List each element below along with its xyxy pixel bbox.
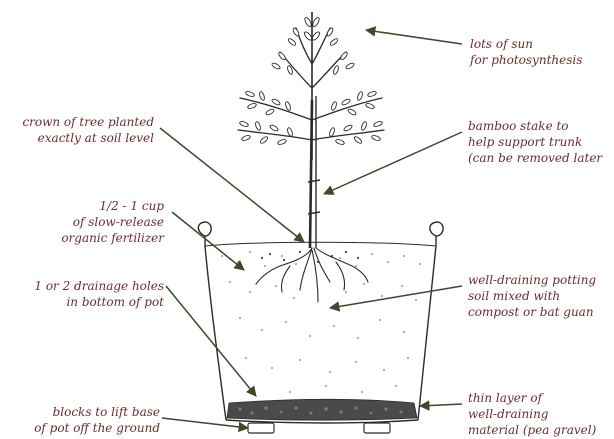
pot-wall-left <box>204 236 227 421</box>
arrow-soil <box>328 285 463 312</box>
arrow-drainage <box>165 285 257 397</box>
label-drainage-line1: 1 or 2 drainage holes <box>34 279 164 293</box>
label-sun: lots of sun for photosynthesis <box>470 36 582 68</box>
label-gravel-line2: well-draining <box>468 407 549 421</box>
annotation-arrows <box>159 26 463 433</box>
label-crown: crown of tree planted exactly at soil le… <box>4 114 154 146</box>
pot-rim-right <box>429 221 444 237</box>
label-fertilizer-line2: of slow-release <box>72 215 164 229</box>
label-blocks-line1: blocks to lift base <box>52 405 160 419</box>
label-blocks-line2: of pot off the ground <box>34 421 160 435</box>
label-sun-line2: for photosynthesis <box>470 53 583 67</box>
label-soil-line1: well-draining potting <box>468 273 597 287</box>
label-drainage-line2: in bottom of pot <box>66 295 164 309</box>
label-stake: bamboo stake to help support trunk (can … <box>468 118 602 166</box>
label-crown-line1: crown of tree planted <box>22 115 154 129</box>
block-right <box>363 422 391 434</box>
pot <box>197 221 444 424</box>
arrow-gravel <box>418 400 463 411</box>
soil-surface <box>204 241 437 247</box>
tree-leaves <box>239 17 383 145</box>
label-crown-line2: exactly at soil level <box>37 131 154 145</box>
label-blocks: blocks to lift base of pot off the groun… <box>4 404 160 436</box>
tree-roots <box>255 247 369 303</box>
label-fertilizer-line3: organic fertilizer <box>61 231 164 245</box>
block-left <box>247 422 275 434</box>
label-gravel-line3: material (pea gravel) <box>468 423 597 437</box>
label-gravel: thin layer of well-draining material (pe… <box>468 390 596 438</box>
label-sun-line1: lots of sun <box>470 37 533 51</box>
pot-bottom <box>225 419 419 424</box>
stake-tie-2 <box>307 211 321 215</box>
label-fertilizer: 1/2 - 1 cup of slow-release organic fert… <box>4 198 164 246</box>
label-soil-line2: soil mixed with <box>468 289 561 303</box>
pot-rim-left <box>197 221 212 237</box>
tree-branches <box>237 27 385 141</box>
label-drainage: 1 or 2 drainage holes in bottom of pot <box>4 278 164 310</box>
label-stake-line1: bamboo stake to <box>468 119 569 133</box>
arrow-blocks <box>161 417 250 433</box>
label-stake-line2: help support trunk <box>468 135 583 149</box>
arrow-stake <box>323 131 463 195</box>
arrow-crown <box>159 127 305 243</box>
arrow-sun <box>364 26 463 45</box>
label-gravel-line1: thin layer of <box>468 391 543 405</box>
label-soil-line3: compost or bat guan <box>468 305 594 319</box>
label-fertilizer-line1: 1/2 - 1 cup <box>99 199 164 213</box>
label-stake-line3: (can be removed later <box>468 151 603 165</box>
stake-tie-1 <box>307 179 321 183</box>
pot-wall-right <box>417 236 437 421</box>
tree-trunk <box>307 12 321 249</box>
gravel-layer <box>226 398 418 421</box>
label-soil: well-draining potting soil mixed with co… <box>468 272 596 320</box>
arrow-fertilizer <box>171 211 245 271</box>
pot-blocks <box>247 422 391 434</box>
soil-texture <box>221 251 421 393</box>
